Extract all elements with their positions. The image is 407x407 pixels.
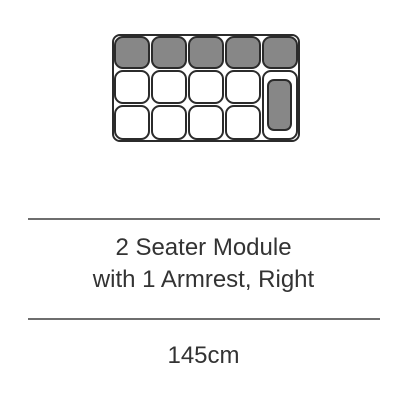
seat-cushion bbox=[225, 70, 261, 104]
product-name-line-2: with 1 Armrest, Right bbox=[92, 266, 315, 293]
seat-cushion bbox=[188, 70, 224, 104]
back-cushion bbox=[225, 36, 261, 69]
back-cushion bbox=[262, 36, 298, 69]
seat-cushion bbox=[188, 105, 224, 140]
seat-cushion bbox=[114, 105, 150, 140]
product-size: 145cm bbox=[167, 342, 240, 369]
armrest-right bbox=[267, 79, 292, 131]
back-cushion bbox=[188, 36, 224, 69]
sofa-module-top-view-icon bbox=[112, 34, 300, 142]
divider-top bbox=[28, 218, 380, 220]
back-cushion bbox=[114, 36, 150, 69]
seat-cushion bbox=[225, 105, 261, 140]
back-cushion bbox=[151, 36, 187, 69]
seat-cushion bbox=[114, 70, 150, 104]
sofa-module-diagram bbox=[112, 34, 300, 142]
product-name-line-1: 2 Seater Module bbox=[115, 234, 292, 261]
product-name: 2 Seater Module with 1 Armrest, Right bbox=[0, 232, 407, 296]
divider-bottom bbox=[28, 318, 380, 320]
seat-cushion bbox=[151, 70, 187, 104]
seat-cushion bbox=[151, 105, 187, 140]
